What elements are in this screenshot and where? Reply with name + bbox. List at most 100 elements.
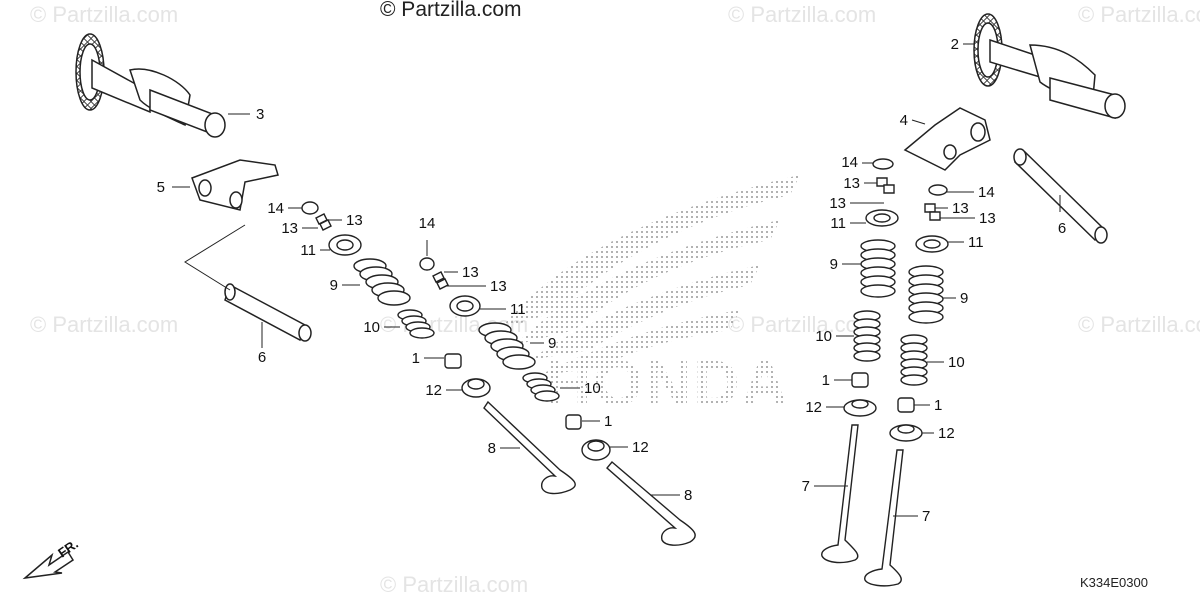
callout-number: 14 [841,154,858,171]
front-direction-arrow: FR. [22,536,81,580]
right-valve-train-2 [864,184,949,587]
callout-number: 13 [346,212,363,229]
watermark: © Partzilla.com [1078,312,1200,337]
callout-right-inner-spring-1: 10 [815,328,854,345]
watermark: © Partzilla.com [728,312,877,337]
callout-number: 13 [829,195,846,212]
callout-right-cotter-1b: 13 [829,195,884,212]
callout-right-valve-2: 7 [893,508,930,525]
callout-number: 1 [604,413,612,430]
callout-left-seal-2: 1 [582,413,612,430]
callout-right-valve-1: 7 [802,478,848,495]
callout-left-inner-spring-1: 10 [363,319,400,336]
callout-left-cap-1: 14 [267,200,302,217]
callout-left-rocker-arm: 5 [157,179,190,196]
callout-number: 13 [281,220,298,237]
front-direction-label: FR. [55,536,81,560]
callout-right-retainer-1: 11 [830,215,866,232]
callout-left-outer-spring-1: 9 [330,277,360,294]
callout-number: 13 [952,200,969,217]
right-valve-train-1 [821,158,899,564]
callout-left-retainer-2: 11 [480,301,526,318]
callout-number: 9 [830,256,838,273]
callout-left-cap-2: 14 [419,215,436,256]
callout-right-camshaft: 2 [951,36,975,53]
callout-right-cotter-2a: 13 [935,200,969,217]
callout-number: 10 [948,354,965,371]
callout-number: 11 [830,215,846,232]
callout-number: 12 [805,399,822,416]
callout-left-cotter-1a: 13 [328,212,363,229]
callout-number: 13 [490,278,507,295]
callout-number: 7 [802,478,810,495]
callout-number: 10 [584,380,601,397]
callout-number: 5 [157,179,165,196]
callout-right-cotter-1a: 13 [843,175,877,192]
callout-number: 12 [425,382,442,399]
callout-left-cotter-1b: 13 [281,220,318,237]
callout-left-valve-2: 8 [650,487,692,504]
left-rocker-arm [191,159,279,211]
watermark: © Partzilla.com [1078,2,1200,27]
callout-right-cap-1: 14 [841,154,873,171]
left-camshaft [75,33,226,138]
watermark: © Partzilla.com [380,572,529,597]
callout-number: 1 [934,397,942,414]
honda-logo-text: HONDA [545,347,790,419]
callout-number: 13 [462,264,479,281]
callout-number: 9 [330,277,338,294]
left-valve-train-1 [301,201,576,495]
right-camshaft [973,13,1126,119]
callout-number: 10 [363,319,380,336]
callout-left-camshaft: 3 [228,106,264,123]
callout-number: 7 [922,508,930,525]
callout-number: 4 [900,112,908,129]
callout-number: 11 [510,301,526,318]
watermark: © Partzilla.com [728,2,877,27]
callout-right-spring-seat-2: 12 [922,425,955,442]
callout-layer: 3561413131191011281413131191011282461413… [157,36,1067,525]
callout-number: 13 [979,210,996,227]
watermark: © Partzilla.com [30,2,179,27]
callout-right-cotter-2b: 13 [940,210,996,227]
honda-wing-logo: HONDA [500,175,800,419]
callout-number: 13 [843,175,860,192]
callout-number: 12 [938,425,955,442]
callout-right-inner-spring-2: 10 [927,354,965,371]
callout-number: 9 [548,335,556,352]
callout-number: 14 [419,215,436,232]
callout-left-spring-seat-1: 12 [425,382,462,399]
callout-right-seal-2: 1 [914,397,942,414]
callout-left-spring-seat-2: 12 [610,439,649,456]
callout-number: 14 [267,200,284,217]
left-valve-train-2 [419,257,696,546]
leader-line [911,119,926,125]
callout-right-retainer-2: 11 [948,234,984,251]
callout-number: 6 [258,349,266,366]
callout-left-seal-1: 1 [412,350,444,367]
callout-left-valve-1: 8 [488,440,520,457]
callout-number: 11 [968,234,984,251]
callout-left-inner-spring-2: 10 [560,380,601,397]
callout-right-outer-spring-2: 9 [943,290,968,307]
callout-number: 1 [822,372,830,389]
callout-right-shaft: 6 [1058,195,1066,237]
callout-number: 2 [951,36,959,53]
left-rocker-shaft [224,283,312,342]
partzilla-credit: © Partzilla.com [380,0,522,21]
callout-number: 12 [632,439,649,456]
callout-number: 1 [412,350,420,367]
callout-number: 11 [300,242,316,259]
callout-right-spring-seat-1: 12 [805,399,844,416]
callout-right-cap-2: 14 [947,184,995,201]
callout-right-outer-spring-1: 9 [830,256,861,273]
callout-number: 10 [815,328,832,345]
callout-number: 8 [488,440,496,457]
right-rocker-arm [903,107,991,171]
callout-right-seal-1: 1 [822,372,852,389]
callout-left-shaft: 6 [258,322,266,366]
callout-left-outer-spring-2: 9 [530,335,556,352]
watermark: © Partzilla.com [30,312,179,337]
callout-number: 9 [960,290,968,307]
